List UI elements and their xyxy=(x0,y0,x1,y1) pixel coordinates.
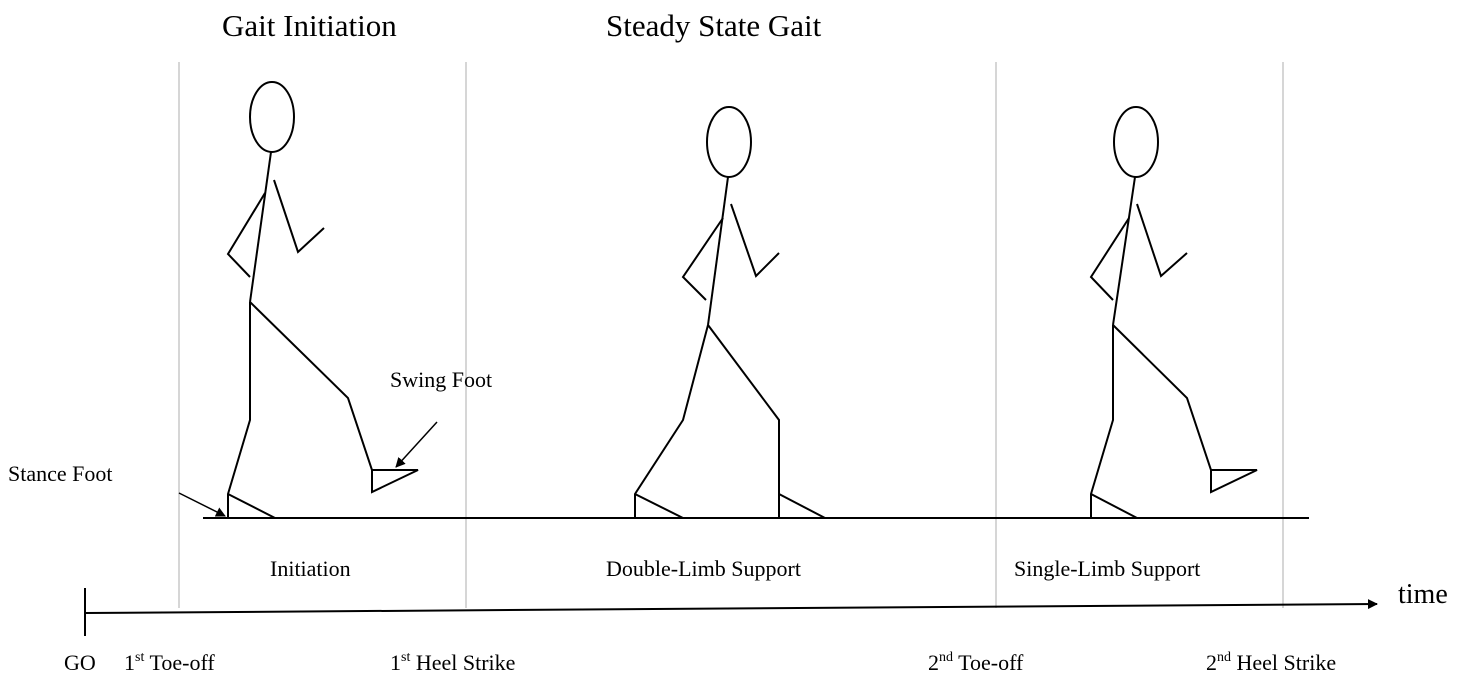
figure-1-front-arm xyxy=(273,179,325,254)
title-steady-state-gait: Steady State Gait xyxy=(606,8,822,43)
event-label-second-toe-off: 2nd Toe-off xyxy=(928,650,1024,675)
event-label-go: GO xyxy=(64,650,96,675)
figure-2-back-leg xyxy=(634,324,709,518)
stick-figure-double-limb xyxy=(634,106,826,519)
figure-3-swing-foot xyxy=(1210,469,1258,494)
event-label-second-heel-strike: 2nd Heel Strike xyxy=(1206,650,1337,675)
figure-2-front-foot xyxy=(778,493,826,519)
event-text: Heel Strike xyxy=(1231,650,1337,675)
ordinal-suffix: nd xyxy=(1217,650,1231,665)
figure-2-back-arm xyxy=(681,217,724,301)
phase-dividers xyxy=(178,62,1284,608)
event-text: Heel Strike xyxy=(410,650,516,675)
figure-2-head xyxy=(706,106,752,178)
title-gait-initiation: Gait Initiation xyxy=(222,8,397,43)
figure-2-front-arm xyxy=(730,203,780,278)
label-swing-foot: Swing Foot xyxy=(390,367,493,392)
figure-2-torso xyxy=(707,176,729,326)
ordinal-suffix: nd xyxy=(939,650,953,665)
figure-2-back-foot xyxy=(634,493,684,519)
time-axis-arrow xyxy=(84,599,1378,614)
figure-1-torso xyxy=(249,151,272,303)
figure-1-swing-leg xyxy=(249,301,373,492)
ordinal-number: 2 xyxy=(1206,650,1217,675)
label-stance-foot: Stance Foot xyxy=(8,461,113,486)
figure-1-stance-foot xyxy=(227,493,276,519)
figure-3-front-arm xyxy=(1136,203,1188,278)
ordinal-suffix: st xyxy=(135,650,145,665)
event-label-first-heel-strike: 1st Heel Strike xyxy=(390,650,516,675)
ordinal-suffix: st xyxy=(401,650,411,665)
phase-label-single-limb-support: Single-Limb Support xyxy=(1014,556,1201,581)
phase-label-initiation: Initiation xyxy=(270,556,351,581)
time-axis-label: time xyxy=(1398,579,1448,610)
figure-1-back-arm xyxy=(226,192,266,278)
figure-3-swing-leg xyxy=(1112,324,1212,492)
ordinal-number: 1 xyxy=(390,650,401,675)
stance-foot-arrow xyxy=(178,492,226,517)
figure-3-stance-foot xyxy=(1090,493,1138,519)
figure-3-back-arm xyxy=(1089,217,1130,301)
figure-1-stance-leg xyxy=(227,302,251,518)
ordinal-number: 1 xyxy=(124,650,135,675)
stick-figure-single-limb xyxy=(1089,106,1258,519)
event-text: Toe-off xyxy=(953,650,1024,675)
pointer-arrows xyxy=(178,421,438,517)
figure-1-swing-foot xyxy=(371,469,419,494)
phase-label-double-limb-support: Double-Limb Support xyxy=(606,556,801,581)
time-axis xyxy=(84,588,1378,636)
figure-3-torso xyxy=(1112,176,1136,326)
stick-figure-initiation xyxy=(226,81,419,519)
event-label-first-toe-off: 1st Toe-off xyxy=(124,650,215,675)
figure-2-front-leg xyxy=(707,324,780,518)
ordinal-number: 2 xyxy=(928,650,939,675)
figure-3-head xyxy=(1113,106,1159,178)
swing-foot-arrow xyxy=(395,421,438,468)
figure-1-head xyxy=(249,81,295,153)
figure-3-stance-leg xyxy=(1090,325,1114,518)
event-text: Toe-off xyxy=(144,650,215,675)
